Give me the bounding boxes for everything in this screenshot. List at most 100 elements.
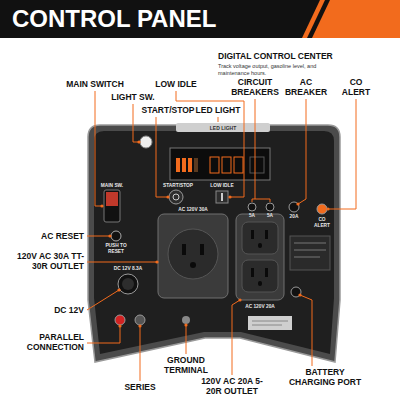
callout-label: AC RESET — [41, 232, 84, 242]
leader-line — [87, 262, 157, 263]
start-stop-icon — [173, 194, 179, 200]
light-switch-knob — [140, 136, 152, 148]
panel-text: LOW IDLE — [210, 183, 233, 189]
sticker-line — [294, 257, 320, 258]
digit-segment — [234, 157, 243, 173]
callout-label: MAIN SWITCH — [66, 80, 124, 90]
dc-port-inner — [122, 278, 134, 290]
sticker-line — [294, 250, 326, 251]
leader-line — [300, 295, 312, 366]
sticker-line — [294, 243, 326, 244]
callout-label: 120V AC 30A TT-30R OUTLET — [8, 252, 84, 271]
panel-text: LED LIGHT — [210, 125, 236, 131]
leader-line — [133, 104, 139, 142]
label-line — [252, 325, 282, 326]
panel-face — [94, 131, 334, 354]
fuel-bar — [188, 158, 192, 172]
callout-label: 120V AC 20A 5-20R OUTLET — [197, 377, 267, 396]
leader-line — [186, 325, 187, 354]
callout-label: SERIES — [124, 383, 155, 393]
ac-reset-button — [111, 231, 121, 241]
leader-lines — [87, 91, 356, 381]
outlet-slot — [200, 244, 204, 255]
leader-dot — [138, 324, 141, 327]
outlet-slot — [258, 243, 262, 248]
panel-text: 5A — [267, 213, 273, 219]
callout-label: START/STOP — [141, 106, 194, 116]
outlet-slot — [251, 268, 254, 277]
leader-dot — [296, 202, 299, 205]
page-title: CONTROL PANEL — [12, 5, 216, 33]
series-terminal — [135, 315, 145, 325]
outlet-slot — [251, 230, 254, 239]
outlet-30a-face — [168, 229, 218, 279]
leader-line — [87, 290, 119, 310]
callout-label: LED LIGHT — [196, 106, 241, 116]
leader-dot — [118, 324, 121, 327]
outlet-slot — [258, 281, 262, 286]
main-switch-on — [106, 192, 118, 206]
callout-label: DIGITAL CONTROL CENTER — [218, 52, 333, 62]
panel-housing — [88, 125, 340, 362]
leader-dot — [137, 140, 140, 143]
dc-port — [118, 274, 138, 294]
digit-segment — [222, 157, 231, 173]
leader-line — [140, 326, 141, 381]
callout-label: CO ALERT — [339, 78, 373, 97]
leader-line — [232, 300, 240, 375]
outlet-20a-cover — [236, 214, 284, 300]
start-stop-button — [169, 190, 183, 204]
panel-text: START/STOP — [163, 183, 193, 189]
header-stripe — [312, 0, 400, 38]
leader-dot — [238, 298, 241, 301]
leader-line — [95, 91, 102, 206]
callout-label: LOW IDLE — [155, 80, 197, 90]
outlet-slot — [182, 244, 186, 255]
callout-label: LIGHT SW. — [111, 93, 154, 103]
ac-breaker — [289, 202, 299, 212]
leader-dot — [100, 204, 103, 207]
leader-dots — [100, 140, 329, 327]
callout-label: GROUND TERMINAL — [158, 356, 214, 375]
panel-text: 5A — [249, 213, 255, 219]
leader-line — [87, 326, 120, 343]
leader-dot — [108, 234, 111, 237]
leader-line — [255, 99, 256, 199]
display-window — [250, 157, 264, 173]
panel-text: PUSH TO RESET — [104, 243, 128, 255]
callout-label: Track voltage output, gasoline level, an… — [218, 63, 318, 76]
leader-dot — [166, 195, 169, 198]
panel-text: MAIN SW. — [101, 183, 123, 189]
low-idle-switch — [216, 191, 228, 203]
header-accent — [302, 0, 325, 38]
fuel-bar — [194, 158, 198, 172]
parallel-terminal — [115, 315, 125, 325]
co-alert-light — [317, 204, 327, 214]
leader-dot — [228, 195, 231, 198]
leader-dot — [184, 323, 187, 326]
leader-dot — [298, 293, 301, 296]
fuel-bar — [176, 158, 180, 172]
digit-segment — [210, 157, 219, 173]
header-bar — [0, 0, 400, 38]
low-idle-lever — [221, 193, 223, 201]
callout-label: AC BREAKER — [283, 78, 329, 97]
warning-sticker — [290, 236, 330, 270]
panel-text: DC 12V 8.3A — [114, 266, 142, 272]
outlet-slot — [190, 262, 196, 268]
leader-line — [328, 99, 356, 209]
panel-text: CO ALERT — [312, 217, 332, 229]
led-light-bar — [176, 123, 270, 132]
leader-line — [298, 99, 306, 204]
leader-line — [252, 199, 270, 202]
panel-text: AC 120V 20A — [245, 304, 275, 310]
callout-label: BATTERY CHARGING PORT — [285, 368, 365, 387]
battery-port — [291, 287, 301, 297]
leader-line — [218, 117, 219, 122]
leader-line — [87, 236, 110, 237]
callout-label: CIRCUIT BREAKERS — [228, 78, 282, 97]
callout-label: PARALLEL CONNECTION — [14, 333, 84, 352]
outlet-slot — [265, 268, 268, 277]
warning-label — [248, 316, 292, 330]
